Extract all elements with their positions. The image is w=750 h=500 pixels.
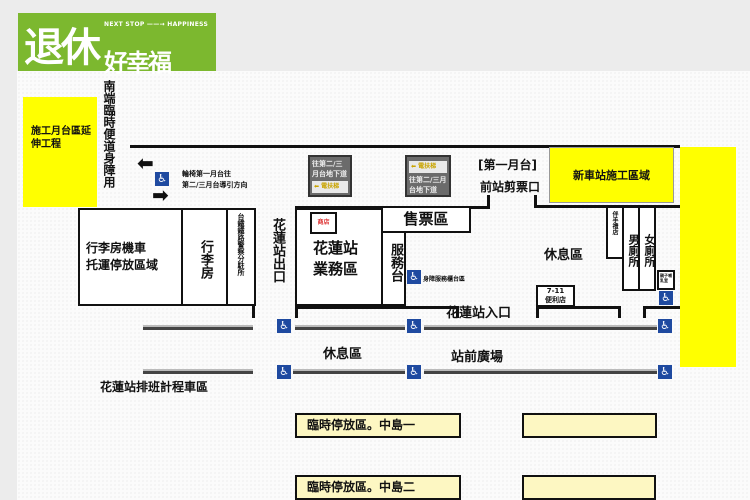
wall (252, 306, 255, 318)
disabled-service-label: 身障服務櫃台區 (423, 276, 466, 283)
wall (618, 306, 621, 318)
logo: 退休 NEXT STOP ——→ HAPPINESS 好幸福 (18, 13, 216, 77)
parking-island-1: 臨時停放區。中島一 (295, 413, 461, 438)
wheelchair-icon: ♿ (407, 270, 421, 284)
business-area: 商店 花蓮站業務區 (295, 208, 383, 306)
wheelchair-icon: ♿ (658, 319, 672, 333)
curb (424, 369, 657, 374)
wheelchair-guide: 輪椅第一月台往第二/三月台導引方向 (182, 170, 248, 189)
wheelchair-icon: ♿ (277, 365, 291, 379)
curb (293, 369, 405, 374)
luggage-room: 行李房 (181, 208, 228, 306)
wall (536, 306, 621, 309)
construction-zone-right (680, 147, 736, 367)
parking-box (522, 475, 656, 500)
new-station-construction: 新車站施工區域 (549, 147, 674, 203)
service-desk: 服務台 (381, 231, 406, 306)
arrow-left-icon: ⬅ (137, 151, 154, 175)
entrance-label: 花蓮站入口 (446, 306, 512, 321)
wall (643, 306, 680, 309)
curb (424, 325, 657, 330)
wheelchair-icon: ♿ (407, 319, 421, 333)
luggage-parking: 行李房機車托運停放區域 (78, 208, 183, 306)
ticket-area: 售票區 (381, 206, 471, 233)
shop-logo: 商店 (310, 212, 337, 234)
railway-police: 台鐵鐵路警察分駐所 (226, 208, 256, 306)
arrow-right-icon: ➡ (152, 183, 169, 207)
curb (143, 325, 253, 330)
ticket-gate-label: 前站剪票口 (480, 180, 541, 194)
wheelchair-icon: ♿ (277, 319, 291, 333)
womens-restroom: 女廁所 (638, 206, 656, 291)
wall (296, 306, 459, 309)
wheelchair-icon: ♿ (155, 172, 169, 186)
escalator-label: ⬅ 電扶梯 (409, 161, 447, 173)
sign-underpass-right: ⬅ 電扶梯 往第二/三月台地下道 (405, 155, 451, 197)
parking-island-2: 臨時停放區。中島二 (295, 475, 461, 500)
sign-underpass-left: 往第二/三月台地下道 ⬅ 電扶梯 (308, 155, 352, 197)
wall (487, 195, 490, 208)
wall (456, 306, 459, 318)
rest-area-outer-label: 休息區 (323, 347, 363, 362)
exit-label: 花蓮站出口 (270, 218, 285, 283)
wall (536, 306, 539, 318)
curb (143, 369, 253, 374)
taxi-area-label: 花蓮站排班計程車區 (100, 380, 209, 394)
curb (295, 325, 405, 330)
wheelchair-icon: ♿ (659, 291, 673, 305)
wheelchair-icon: ♿ (407, 365, 421, 379)
wall (534, 195, 537, 208)
rest-area-label: 休息區 (544, 248, 584, 263)
wall (130, 145, 680, 148)
plaza-label: 站前廣場 (451, 350, 504, 365)
parking-box (522, 413, 657, 438)
construction-zone-left: 施工月台區延伸工程 (23, 97, 97, 207)
family-room: 親子哺乳室 (657, 270, 675, 290)
south-path-label: 南端臨時便道身障用 (102, 80, 116, 188)
wall (295, 306, 298, 318)
escalator-label: ⬅ 電扶梯 (312, 181, 348, 193)
wall (643, 306, 646, 318)
platform-label: [第一月台] (478, 158, 537, 172)
wheelchair-icon: ♿ (658, 365, 672, 379)
